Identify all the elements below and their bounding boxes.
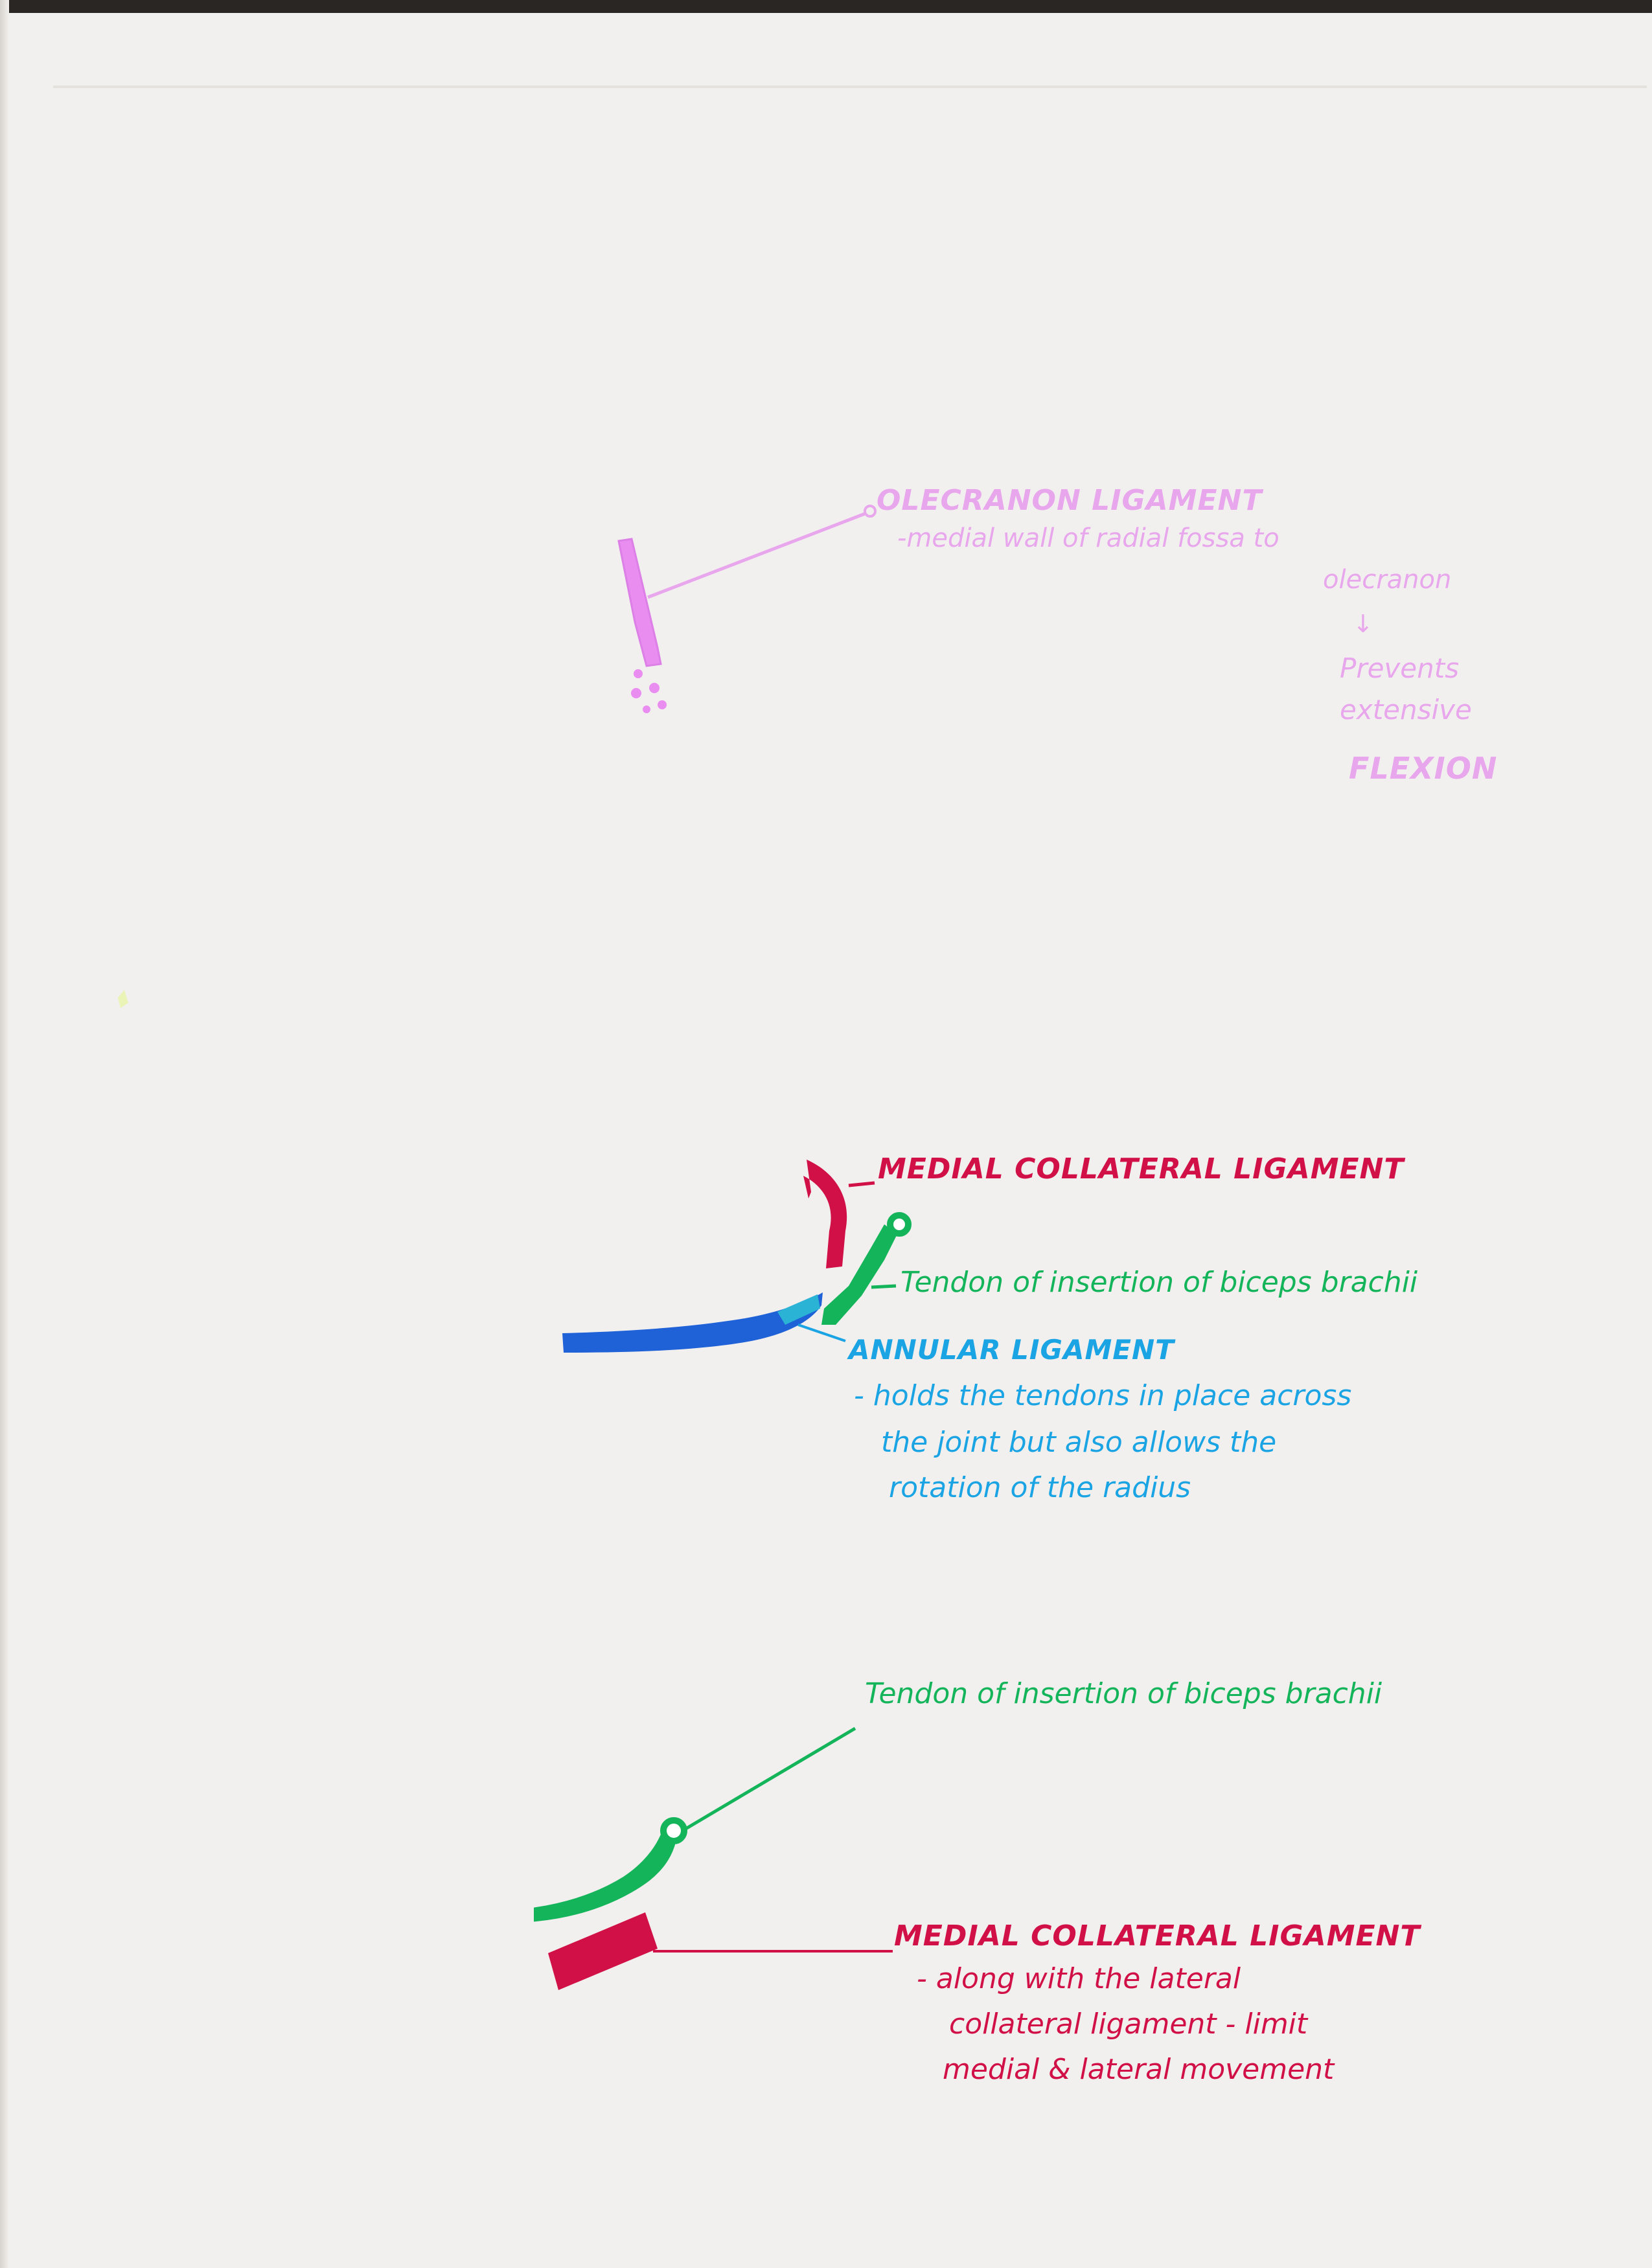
- olecranon-note-line: FLEXION: [1349, 751, 1498, 786]
- olecranon-note-line: Prevents: [1340, 652, 1460, 684]
- olecranon-leader-line: [647, 512, 866, 599]
- stray-mark: [118, 990, 128, 1008]
- medial-collateral-label: MEDIAL COLLATERAL LIGAMENT: [878, 1152, 1405, 1186]
- olecranon-dot-mark: [658, 700, 667, 709]
- biceps-tendon-leader-line: [679, 1726, 856, 1834]
- medial-collateral-leader-line: [848, 1181, 875, 1187]
- olecranon-leader-dot: [864, 505, 877, 518]
- biceps-tendon-insertion-dot: [887, 1212, 912, 1237]
- annular-ligament-mark: [562, 1292, 823, 1353]
- biceps-tendon-mark: [534, 1829, 677, 1922]
- down-arrow-icon: ↓: [1353, 610, 1373, 638]
- medial-collateral-note-line: - along with the lateral: [917, 1962, 1241, 1995]
- olecranon-ligament-sketch: [617, 505, 877, 713]
- olecranon-dot-mark: [643, 705, 650, 713]
- biceps-tendon-label: Tendon of insertion of biceps brachii: [865, 1677, 1382, 1710]
- medial-collateral-title: MEDIAL COLLATERAL LIGAMENT: [894, 1919, 1421, 1953]
- medial-collateral-ligament-mark: [548, 1912, 658, 1990]
- biceps-tendon-leader-line: [871, 1284, 897, 1289]
- bottom-diagram: [534, 1726, 893, 1990]
- olecranon-dot-mark: [634, 669, 643, 678]
- biceps-tendon-mark: [821, 1224, 897, 1325]
- scan-left-shadow: [0, 0, 9, 2268]
- olecranon-note-line: extensive: [1340, 694, 1472, 726]
- olecranon-dot-mark: [631, 688, 641, 698]
- olecranon-title: OLECRANON LIGAMENT: [877, 484, 1263, 517]
- biceps-tendon-label: Tendon of insertion of biceps brachii: [901, 1266, 1418, 1299]
- annular-ligament-edge: [777, 1294, 820, 1325]
- annular-leader-line: [797, 1323, 846, 1342]
- middle-diagram: [562, 1160, 912, 1353]
- medial-collateral-note-line: medial & lateral movement: [943, 2053, 1335, 2086]
- annular-note-line: the joint but also allows the: [881, 1426, 1277, 1459]
- olecranon-note-line: olecranon: [1323, 565, 1452, 595]
- scan-top-border: [0, 0, 1652, 13]
- olecranon-note-line: -medial wall of radial fossa to: [897, 523, 1279, 553]
- medial-collateral-ligament-mark: [803, 1160, 847, 1268]
- medial-collateral-note-line: collateral ligament - limit: [949, 2008, 1308, 2041]
- biceps-tendon-insertion-dot: [660, 1817, 687, 1844]
- page-edge-line: [53, 86, 1647, 88]
- annular-ligament-title: ANNULAR LIGAMENT: [849, 1334, 1175, 1366]
- olecranon-dot-mark: [649, 683, 660, 693]
- olecranon-ligament-mark: [617, 538, 662, 667]
- annular-note-line: rotation of the radius: [889, 1471, 1191, 1504]
- annular-note-line: - holds the tendons in place across: [854, 1379, 1352, 1412]
